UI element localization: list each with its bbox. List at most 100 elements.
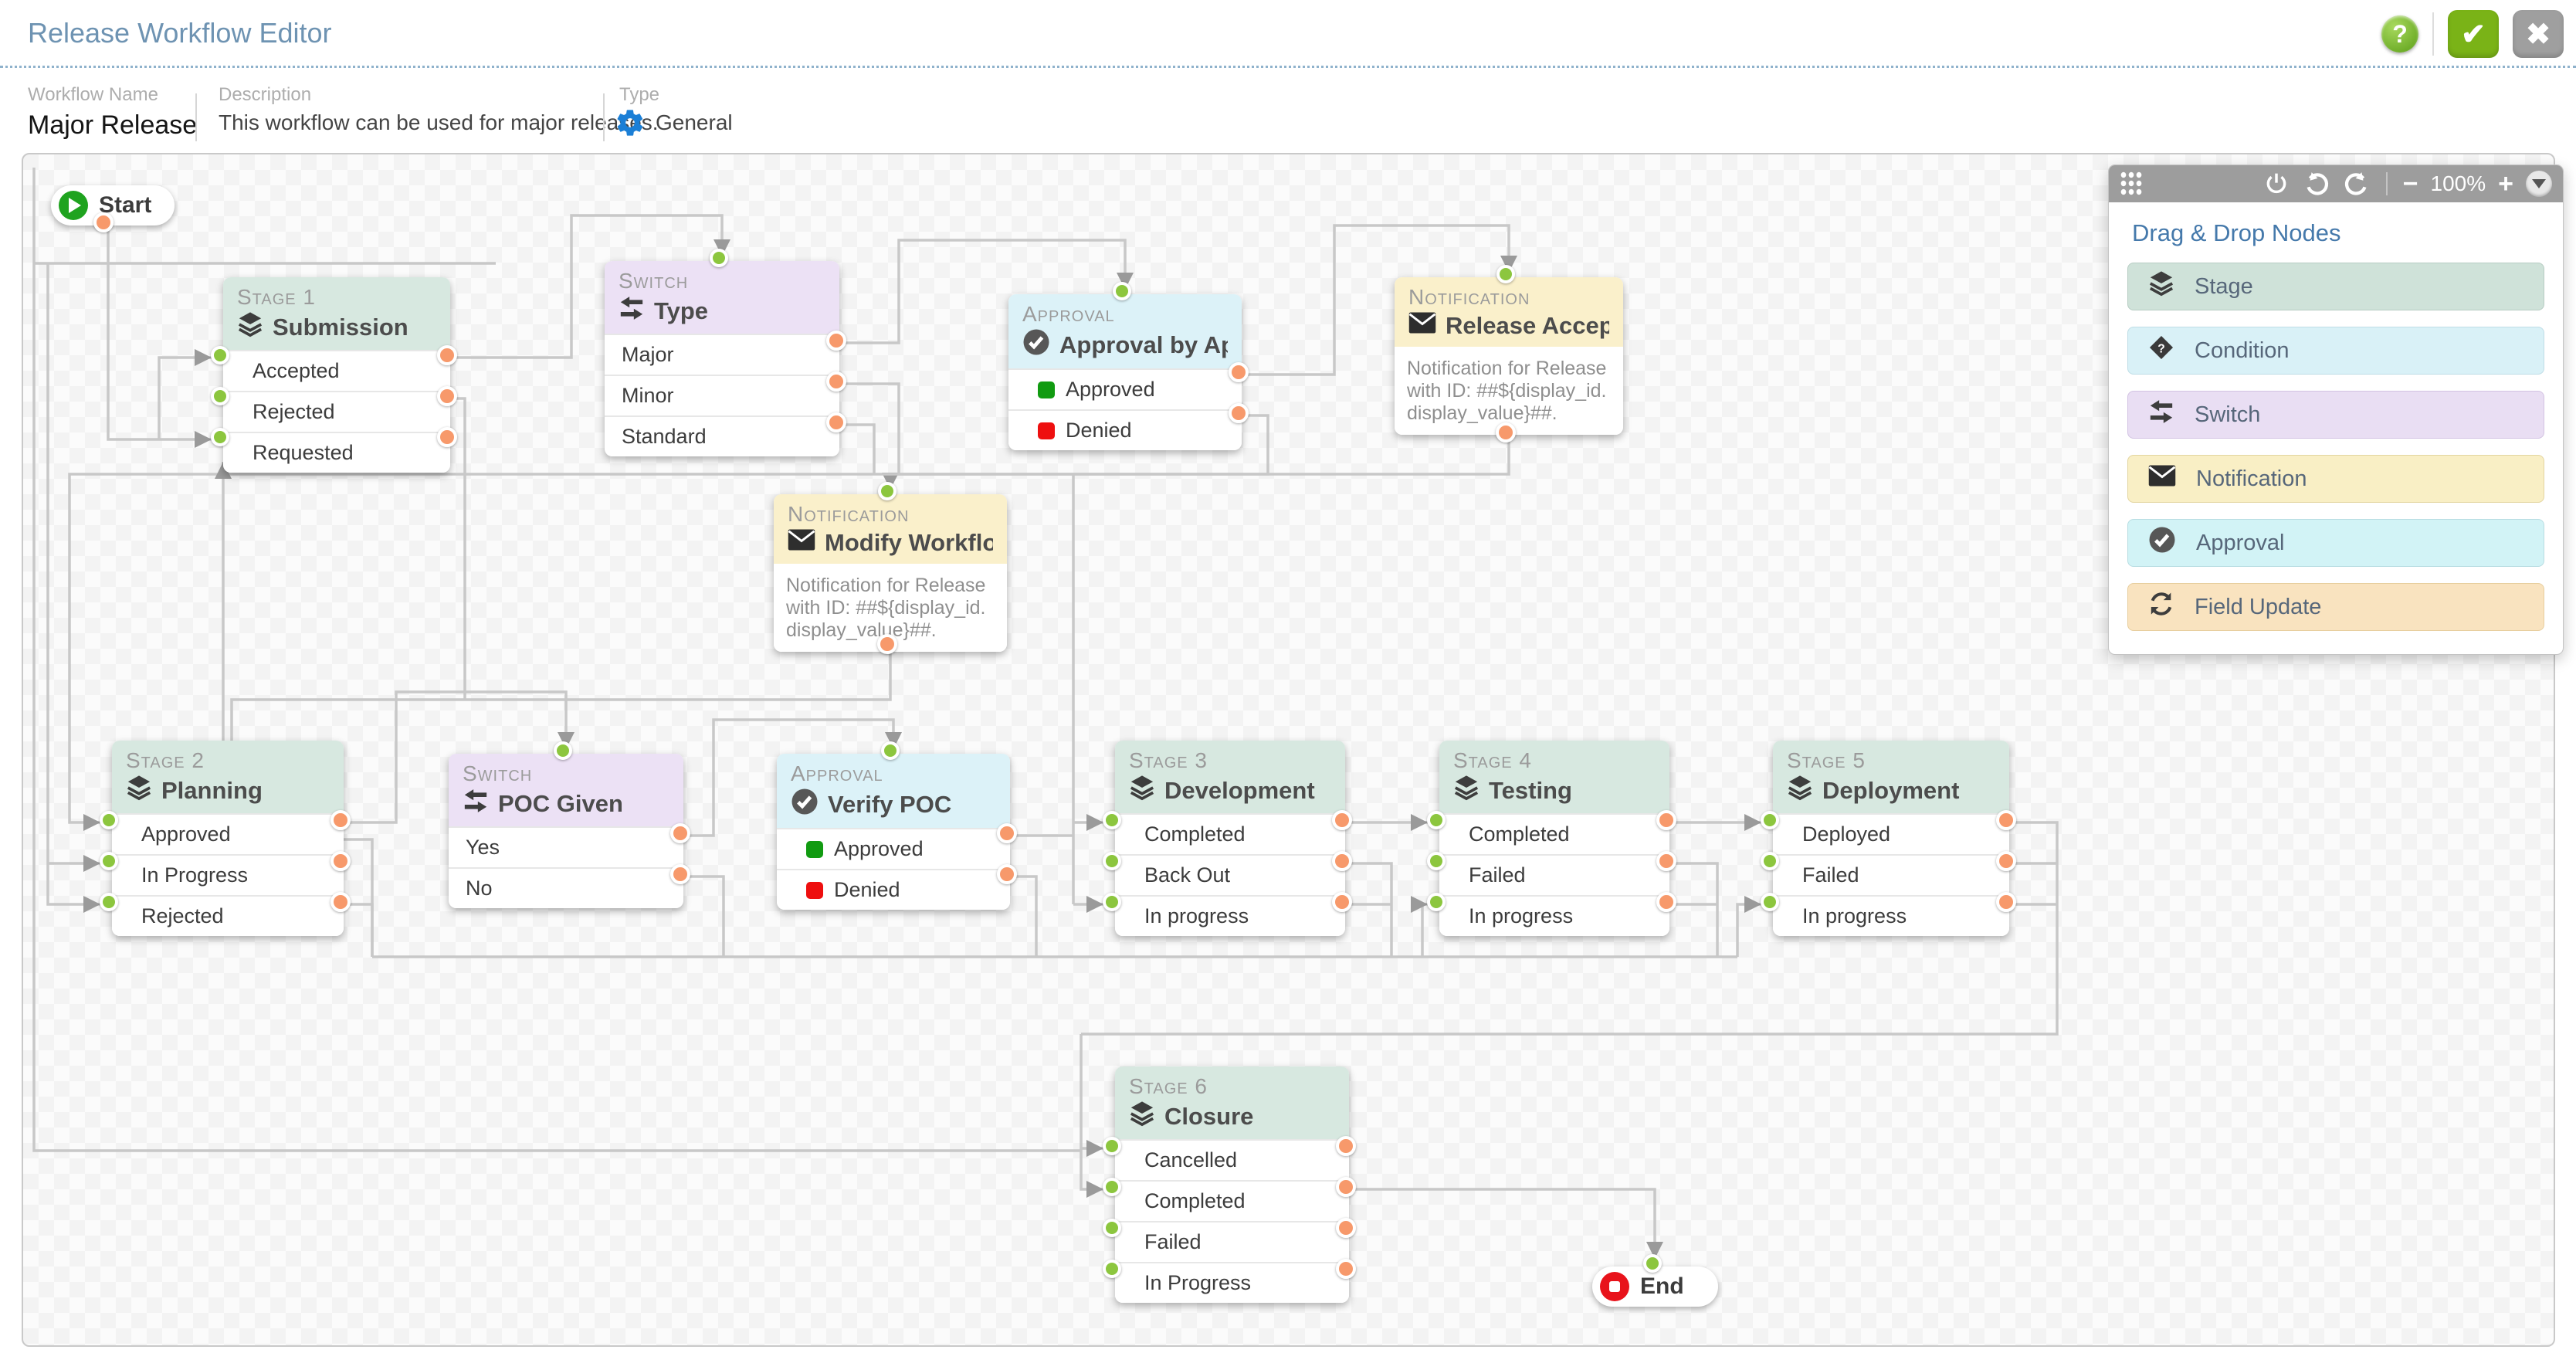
row-in-port[interactable] <box>211 346 229 365</box>
zoom-in-button[interactable]: + <box>2498 169 2513 198</box>
row-out-port[interactable] <box>437 427 457 447</box>
row-out-port[interactable] <box>437 386 457 406</box>
row-out-port[interactable] <box>330 851 351 871</box>
node-notif_modify-out-port[interactable] <box>877 634 897 654</box>
row-in-port[interactable] <box>211 428 229 446</box>
description-value[interactable]: This workflow can be used for major rele… <box>219 110 659 134</box>
row-in-port[interactable] <box>1761 811 1779 829</box>
end-node[interactable]: End <box>1592 1267 1718 1307</box>
node-row-no[interactable]: No <box>449 867 683 908</box>
node-notif_release-out-port[interactable] <box>1496 422 1516 443</box>
node-row-in-progress[interactable]: In progress <box>1115 895 1345 936</box>
node-switch_poc-in-port[interactable] <box>554 741 572 760</box>
row-out-port[interactable] <box>826 371 846 392</box>
node-row-cancelled[interactable]: Cancelled <box>1115 1139 1349 1180</box>
row-out-port[interactable] <box>997 823 1017 843</box>
help-button[interactable]: ? <box>2381 15 2418 53</box>
node-notif_release-in-port[interactable] <box>1496 265 1515 283</box>
row-in-port[interactable] <box>1103 1178 1121 1196</box>
node-row-deployed[interactable]: Deployed <box>1773 813 2009 854</box>
node-row-approved[interactable]: Approved <box>112 813 344 854</box>
drag-handle[interactable] <box>2120 171 2143 197</box>
row-in-port[interactable] <box>1103 811 1121 829</box>
row-out-port[interactable] <box>670 823 690 843</box>
row-out-port[interactable] <box>1336 1177 1356 1197</box>
row-out-port[interactable] <box>826 331 846 351</box>
row-out-port[interactable] <box>437 345 457 365</box>
row-out-port[interactable] <box>1229 362 1249 382</box>
collapse-caret-icon[interactable] <box>2526 171 2552 197</box>
row-in-port[interactable] <box>1761 893 1779 911</box>
node-row-approved[interactable]: Approved <box>777 828 1010 869</box>
row-in-port[interactable] <box>1103 852 1121 870</box>
row-out-port[interactable] <box>330 810 351 830</box>
row-out-port[interactable] <box>1332 810 1352 830</box>
palette-node-condition[interactable]: ?Condition <box>2127 327 2544 375</box>
row-in-port[interactable] <box>100 893 118 911</box>
row-out-port[interactable] <box>1996 892 2016 912</box>
node-row-in-progress[interactable]: In progress <box>1439 895 1669 936</box>
row-out-port[interactable] <box>997 864 1017 884</box>
row-out-port[interactable] <box>1332 892 1352 912</box>
node-row-requested[interactable]: Requested <box>223 432 450 473</box>
row-in-port[interactable] <box>211 387 229 405</box>
row-in-port[interactable] <box>100 811 118 829</box>
palette-node-switch[interactable]: Switch <box>2127 391 2544 439</box>
row-out-port[interactable] <box>670 864 690 884</box>
row-out-port[interactable] <box>826 412 846 432</box>
row-out-port[interactable] <box>1336 1218 1356 1238</box>
row-out-port[interactable] <box>1229 403 1249 423</box>
node-row-failed[interactable]: Failed <box>1773 854 2009 895</box>
node-row-in-progress[interactable]: In Progress <box>112 854 344 895</box>
save-workflow-button[interactable]: ✔ <box>2448 10 2499 58</box>
node-row-back-out[interactable]: Back Out <box>1115 854 1345 895</box>
node-row-yes[interactable]: Yes <box>449 826 683 867</box>
type-value[interactable]: General <box>656 110 733 134</box>
node-row-rejected[interactable]: Rejected <box>223 391 450 432</box>
zoom-out-button[interactable]: − <box>2402 169 2418 198</box>
close-editor-button[interactable]: ✖ <box>2513 10 2564 58</box>
row-out-port[interactable] <box>1656 892 1676 912</box>
row-in-port[interactable] <box>1427 852 1446 870</box>
row-out-port[interactable] <box>1996 810 2016 830</box>
row-out-port[interactable] <box>1656 810 1676 830</box>
end-in-port[interactable] <box>1642 1254 1662 1273</box>
row-in-port[interactable] <box>1103 1219 1121 1237</box>
node-row-standard[interactable]: Standard <box>605 415 839 456</box>
node-row-failed[interactable]: Failed <box>1115 1221 1349 1262</box>
palette-node-notification[interactable]: Notification <box>2127 455 2544 503</box>
row-in-port[interactable] <box>1761 852 1779 870</box>
power-icon[interactable] <box>2262 170 2290 198</box>
row-in-port[interactable] <box>1103 1260 1121 1278</box>
node-row-denied[interactable]: Denied <box>777 869 1010 910</box>
node-row-accepted[interactable]: Accepted <box>223 350 450 391</box>
node-switch_type-in-port[interactable] <box>710 249 728 267</box>
row-out-port[interactable] <box>330 892 351 912</box>
node-row-in-progress[interactable]: In progress <box>1773 895 2009 936</box>
node-row-completed[interactable]: Completed <box>1439 813 1669 854</box>
palette-node-fieldupdate[interactable]: Field Update <box>2127 583 2544 631</box>
row-in-port[interactable] <box>1103 893 1121 911</box>
redo-icon[interactable] <box>2343 170 2371 198</box>
node-row-failed[interactable]: Failed <box>1439 854 1669 895</box>
node-row-completed[interactable]: Completed <box>1115 813 1345 854</box>
row-out-port[interactable] <box>1332 851 1352 871</box>
node-row-minor[interactable]: Minor <box>605 375 839 415</box>
node-row-approved[interactable]: Approved <box>1008 368 1242 409</box>
node-row-in-progress[interactable]: In Progress <box>1115 1262 1349 1303</box>
palette-node-stage[interactable]: Stage <box>2127 263 2544 310</box>
node-row-rejected[interactable]: Rejected <box>112 895 344 936</box>
row-out-port[interactable] <box>1996 851 2016 871</box>
node-approval_appli-in-port[interactable] <box>1113 282 1131 300</box>
palette-node-approval[interactable]: Approval <box>2127 519 2544 567</box>
row-out-port[interactable] <box>1336 1136 1356 1156</box>
